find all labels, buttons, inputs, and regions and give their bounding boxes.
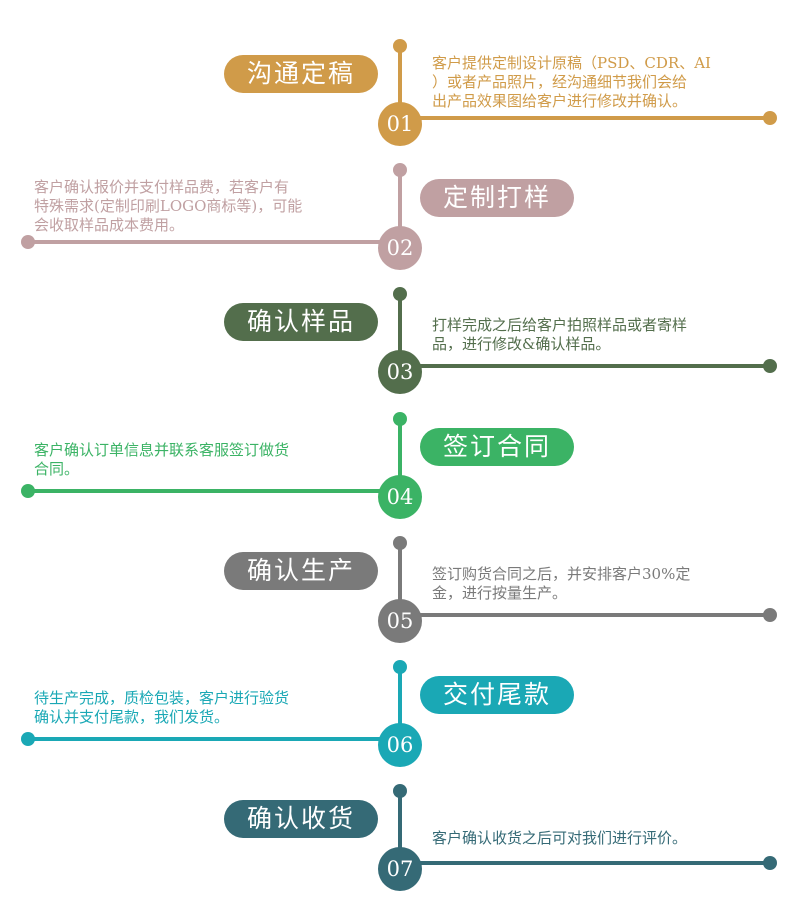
connector-start-dot [393,287,407,301]
step-title-badge: 签订合同 [420,428,574,466]
step-title-badge: 沟通定稿 [224,55,378,93]
step-number-badge: 02 [378,226,422,270]
process-step-02: 定制打样 02 客户确认报价并支付样品费，若客户有 特殊需求(定制印刷LOGO商… [0,162,800,286]
connector-start-dot [393,784,407,798]
step-title-badge: 确认样品 [224,303,378,341]
step-title-badge: 确认生产 [224,552,378,590]
step-number-badge: 01 [378,102,422,146]
connector-start-dot [393,536,407,550]
step-description: 待生产完成，质检包装，客户进行验货 确认并支付尾款，我们发货。 [34,689,290,726]
step-description: 客户提供定制设计原稿（PSD、CDR、AI ）或者产品照片，经沟通细节我们会给 … [432,54,711,110]
step-description: 客户确认收货之后可对我们进行评价。 [432,829,688,847]
connector-start-dot [393,660,407,674]
step-title-badge: 交付尾款 [420,676,574,714]
step-title-badge: 确认收货 [224,800,378,838]
step-title-badge: 定制打样 [420,179,574,217]
step-number-badge: 05 [378,599,422,643]
step-number-badge: 03 [378,350,422,394]
step-number-badge: 06 [378,723,422,767]
connector-end-dot [21,732,35,746]
step-description: 客户确认订单信息并联系客服签订做货 合同。 [34,441,290,478]
connector-start-dot [393,163,407,177]
connector-end-dot [21,235,35,249]
step-number-badge: 07 [378,847,422,891]
connector-end-dot [763,608,777,622]
process-step-01: 沟通定稿 01 客户提供定制设计原稿（PSD、CDR、AI ）或者产品照片，经沟… [0,38,800,162]
process-step-05: 确认生产 05 签订购货合同之后，并安排客户30%定 金，进行按量生产。 [0,535,800,659]
step-description: 签订购货合同之后，并安排客户30%定 金，进行按量生产。 [432,565,691,602]
step-number-badge: 04 [378,475,422,519]
process-step-07: 确认收货 07 客户确认收货之后可对我们进行评价。 [0,783,800,907]
connector-end-dot [763,856,777,870]
connector-end-dot [763,111,777,125]
connector-start-dot [393,412,407,426]
connector-start-dot [393,39,407,53]
process-step-04: 签订合同 04 客户确认订单信息并联系客服签订做货 合同。 [0,411,800,535]
connector-path [398,789,772,865]
step-description: 客户确认报价并支付样品费，若客户有 特殊需求(定制印刷LOGO商标等)，可能 会… [34,178,303,234]
process-step-06: 交付尾款 06 待生产完成，质检包装，客户进行验货 确认并支付尾款，我们发货。 [0,659,800,783]
connector-end-dot [763,359,777,373]
connector-end-dot [21,484,35,498]
process-step-03: 确认样品 03 打样完成之后给客户拍照样品或者寄样 品，进行修改&确认样品。 [0,286,800,410]
step-description: 打样完成之后给客户拍照样品或者寄样 品，进行修改&确认样品。 [432,316,688,353]
